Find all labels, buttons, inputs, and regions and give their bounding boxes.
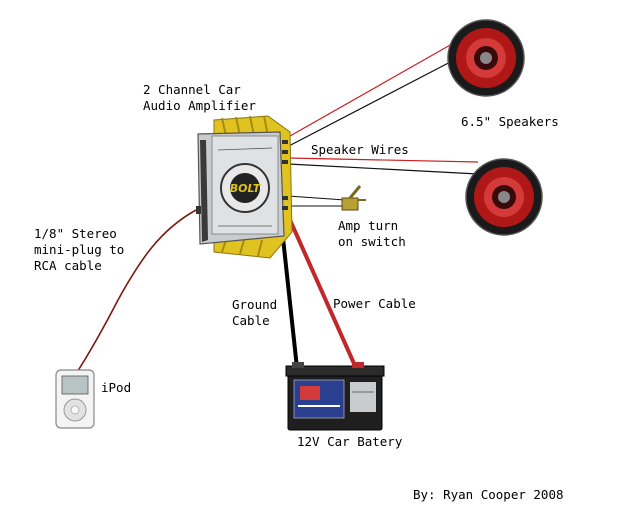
- amp-switch: [341, 185, 366, 211]
- rca-cable: [75, 209, 197, 375]
- power-cable: [288, 219, 358, 369]
- speaker-bottom: [465, 158, 543, 236]
- speaker-top: [447, 19, 525, 97]
- ground-cable-label: Ground Cable: [232, 297, 278, 328]
- amplifier: BOLT: [196, 115, 293, 259]
- ipod-device: [55, 369, 95, 429]
- amp-brand-text: BOLT: [230, 182, 262, 195]
- speakers-label: 6.5" Speakers: [461, 114, 559, 129]
- car-battery: [285, 362, 385, 431]
- ground-cable: [281, 237, 299, 369]
- speaker-wire-top-black: [284, 57, 459, 149]
- amplifier-label: 2 Channel Car Audio Amplifier: [143, 82, 256, 113]
- switch-label: Amp turn on switch: [338, 218, 406, 249]
- speaker-wires-label: Speaker Wires: [311, 142, 409, 157]
- rca-cable-label: 1/8" Stereo mini-plug to RCA cable: [34, 226, 125, 273]
- credit-label: By: Ryan Cooper 2008: [413, 487, 564, 502]
- speaker-wire-bottom-red: [287, 157, 479, 163]
- switch-wires: [287, 195, 346, 207]
- power-cable-label: Power Cable: [333, 296, 416, 311]
- speaker-wire-top-red: [282, 43, 453, 141]
- ipod-label: iPod: [101, 380, 132, 395]
- speaker-wire-bottom-black: [287, 163, 479, 175]
- battery-label: 12V Car Batery: [297, 434, 403, 449]
- speaker-wires: [282, 43, 479, 175]
